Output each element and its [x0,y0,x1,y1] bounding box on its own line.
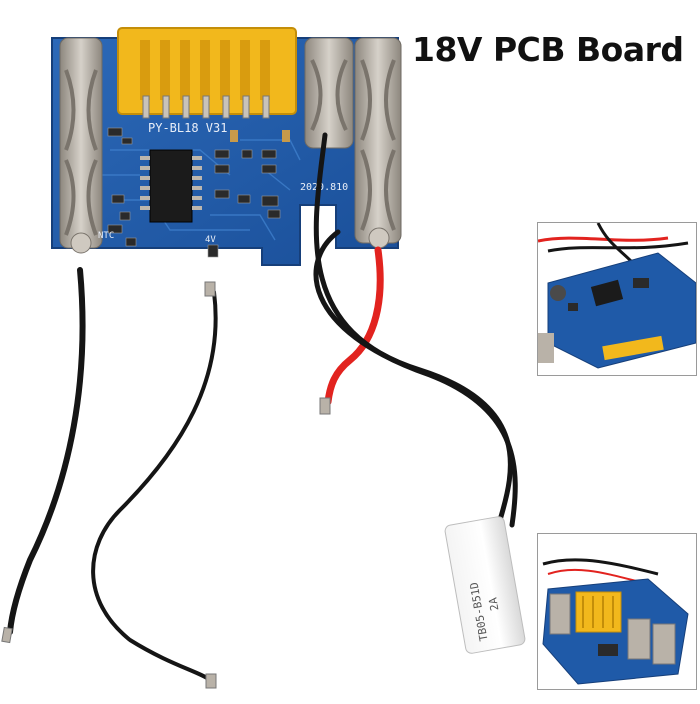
fuse-marking-2: 2A [486,596,501,612]
silkscreen-model: PY-BL18 V31 [148,121,227,135]
wires [7,132,518,682]
thermal-fuse: TB05-B51D 2A [444,516,526,654]
ic-chip [140,149,202,223]
smd-components [107,127,281,258]
inset-photo-top [537,222,697,376]
silkscreen-ntc: NTC [98,231,114,241]
silkscreen-date: 2020.810 [300,182,348,193]
product-title: 18V PCB Board [412,30,684,69]
yellow-connector [117,27,297,119]
inset-photo-bottom [537,533,697,690]
right-terminals [304,37,402,249]
left-terminals [59,37,103,254]
silkscreen-4v: 4V [205,235,216,245]
